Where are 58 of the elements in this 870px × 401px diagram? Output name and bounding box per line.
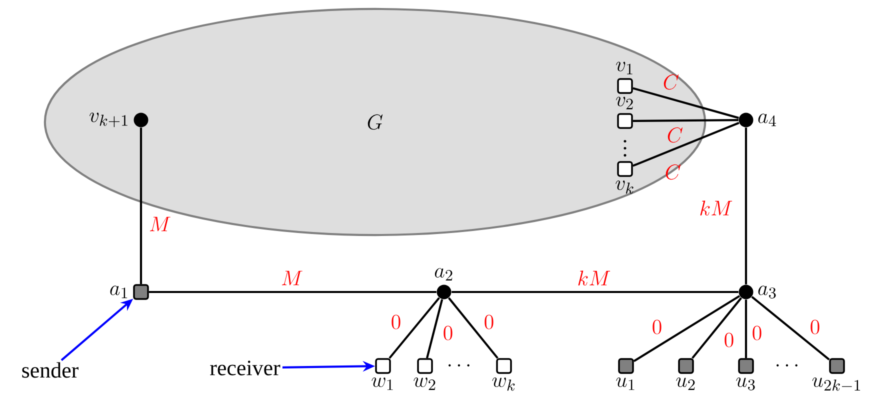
edge-label: $0$ <box>724 332 734 348</box>
edge-label: $0$ <box>444 326 452 340</box>
node-label: $a_2$ <box>434 268 452 281</box>
edge-label: $0$ <box>752 326 762 340</box>
node-label: $w_2$ <box>414 378 436 390</box>
edge-label: $M$ <box>282 270 302 286</box>
text-label: sender <box>22 362 78 378</box>
node-label: $v_{k+1}$ <box>90 112 128 128</box>
edge-line <box>751 296 830 360</box>
edge-label: $M$ <box>150 216 170 232</box>
edge-line <box>148 290 436 294</box>
edge-line <box>744 128 748 284</box>
edge-line <box>448 297 498 359</box>
vertex-square: $u_1$ <box>616 358 634 390</box>
node-label: $a_1$ <box>110 286 128 298</box>
vertex-square: $w_1$ <box>372 358 393 390</box>
node-label: $a_3$ <box>758 286 776 298</box>
node-label: $v_2$ <box>616 96 633 110</box>
edge-label: $C$ <box>668 127 683 143</box>
edge-line <box>632 87 739 119</box>
node-label: $w_1$ <box>372 378 393 390</box>
node-label: $a_4$ <box>758 114 776 126</box>
vertex-square: $a_1$ <box>110 284 149 300</box>
edge-line <box>426 299 444 358</box>
vertex-square: $w_2$ <box>414 358 436 390</box>
edge-line <box>744 300 748 358</box>
vertex-square: $w_k$ <box>492 358 515 391</box>
edge-label: $0$ <box>652 320 662 334</box>
vertex-square: $u_2$ <box>676 358 695 390</box>
edge-line <box>692 297 742 359</box>
node-label: $w_k$ <box>492 378 515 391</box>
text-label: receiver <box>210 360 280 376</box>
edge-label: $0$ <box>484 314 494 330</box>
edge-label: $kM$ <box>578 270 610 286</box>
edge-line <box>633 295 740 362</box>
ellipsis-dots: $\cdots$ <box>776 364 798 367</box>
edge-line <box>452 290 738 294</box>
ellipsis-dots: $\vdots$ <box>624 140 626 157</box>
node-label: $u_{2k-1}$ <box>812 378 860 391</box>
vertex-square: $v_2$ <box>616 96 633 129</box>
node-label: $u_1$ <box>616 378 634 390</box>
vertex-square: $v_k$ <box>616 161 634 194</box>
node-label: $u_2$ <box>676 378 695 390</box>
edge-line <box>140 128 142 284</box>
node-label: $v_1$ <box>616 62 632 74</box>
edge-line <box>388 297 440 359</box>
edge-label: $0$ <box>810 320 820 334</box>
node-label: $v_k$ <box>616 180 634 194</box>
vertex-square: $u_{2k-1}$ <box>812 358 860 391</box>
vertex-square: $u_3$ <box>736 358 755 390</box>
vertex-square: $v_1$ <box>616 62 633 94</box>
edge-line <box>632 122 740 167</box>
node-label: $u_3$ <box>736 378 755 390</box>
ellipsis-dots: $\cdots$ <box>448 364 470 367</box>
edge-label: $C$ <box>664 74 679 90</box>
edge-label: $0$ <box>392 314 400 330</box>
edge-line <box>632 119 738 122</box>
edge-label: $C$ <box>666 164 681 180</box>
